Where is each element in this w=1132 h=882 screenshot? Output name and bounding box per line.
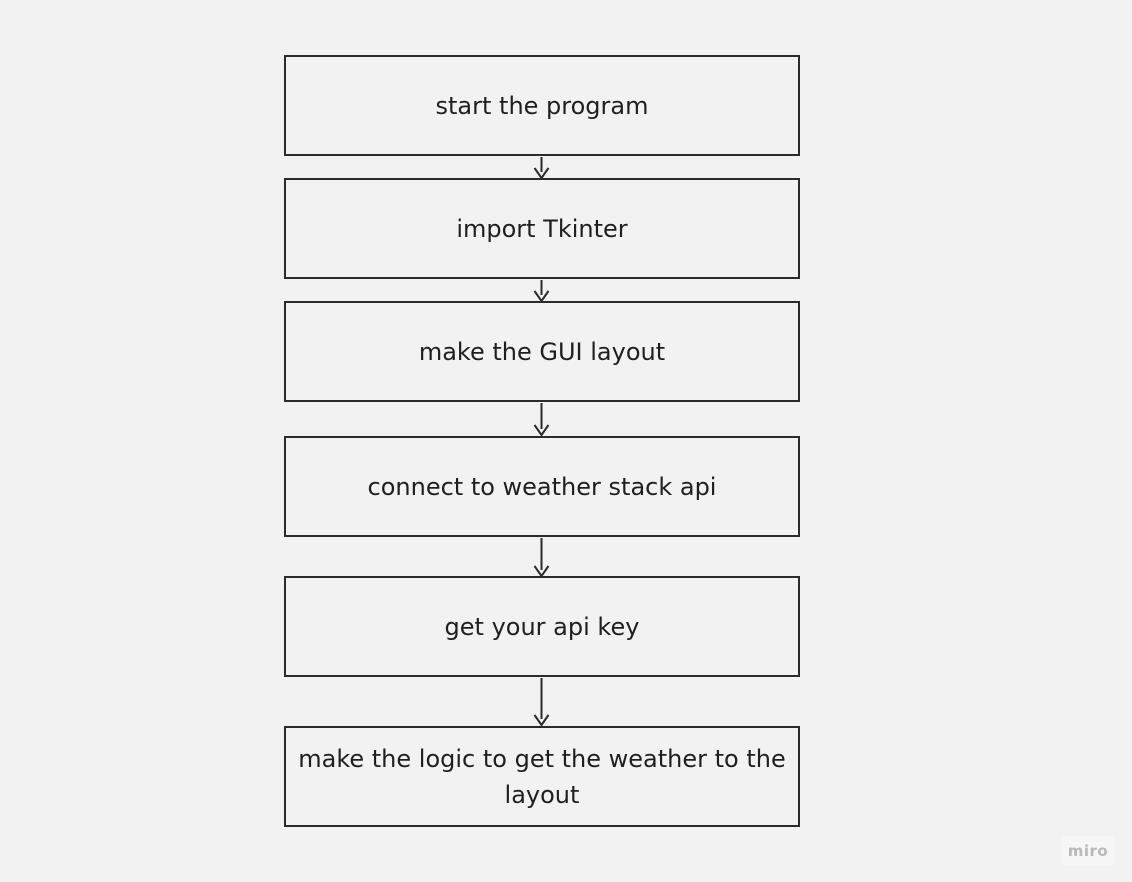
step-get-api-key[interactable]: get your api key bbox=[284, 576, 800, 677]
connector-arrow bbox=[533, 678, 550, 726]
step-label: start the program bbox=[435, 91, 649, 120]
step-make-weather-logic[interactable]: make the logic to get the weather to the… bbox=[284, 726, 800, 827]
step-import-tkinter[interactable]: import Tkinter bbox=[284, 178, 800, 279]
step-label: get your api key bbox=[444, 612, 640, 641]
step-label: connect to weather stack api bbox=[367, 472, 717, 501]
step-label: make the GUI layout bbox=[418, 337, 666, 366]
connector-arrow bbox=[533, 538, 550, 577]
connector-arrow bbox=[533, 157, 550, 179]
step-label: import Tkinter bbox=[456, 214, 628, 243]
step-label: make the logic to get the weather to the… bbox=[298, 744, 786, 809]
watermark-label: miro bbox=[1067, 842, 1109, 860]
step-make-gui-layout[interactable]: make the GUI layout bbox=[284, 301, 800, 402]
miro-watermark: miro bbox=[1062, 836, 1114, 866]
step-start-program[interactable]: start the program bbox=[284, 55, 800, 156]
connector-arrow bbox=[533, 403, 550, 436]
step-connect-weather-api[interactable]: connect to weather stack api bbox=[284, 436, 800, 537]
connector-arrow bbox=[533, 280, 550, 302]
